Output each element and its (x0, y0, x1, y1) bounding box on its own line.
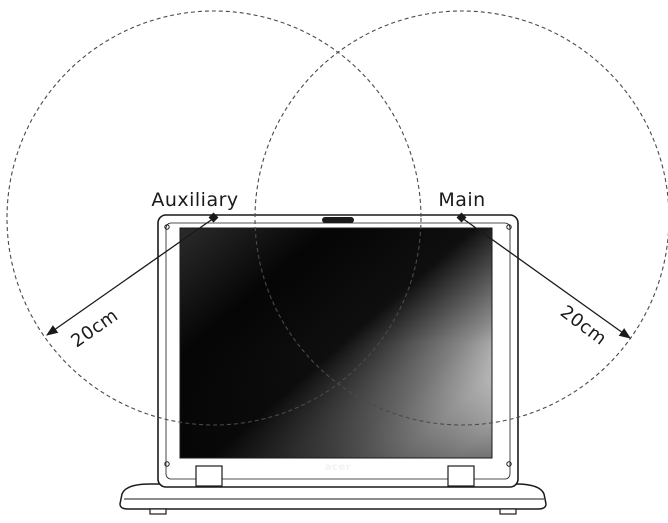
brand-logo: acer (325, 462, 351, 473)
main-range-circle (254, 10, 668, 426)
webcam-bar (322, 217, 354, 223)
main-distance-label: 20cm (556, 301, 610, 349)
main-distance-arrow (461, 217, 631, 339)
main-label: Main (438, 189, 485, 211)
laptop-base (119, 483, 547, 515)
hinge-left (195, 465, 223, 487)
auxiliary-label: Auxiliary (151, 189, 238, 211)
auxiliary-distance-arrow (46, 217, 215, 336)
hinge-right (447, 465, 475, 487)
laptop-screen (179, 227, 493, 459)
auxiliary-range-circle (6, 10, 422, 426)
auxiliary-distance-label: 20cm (67, 305, 122, 352)
